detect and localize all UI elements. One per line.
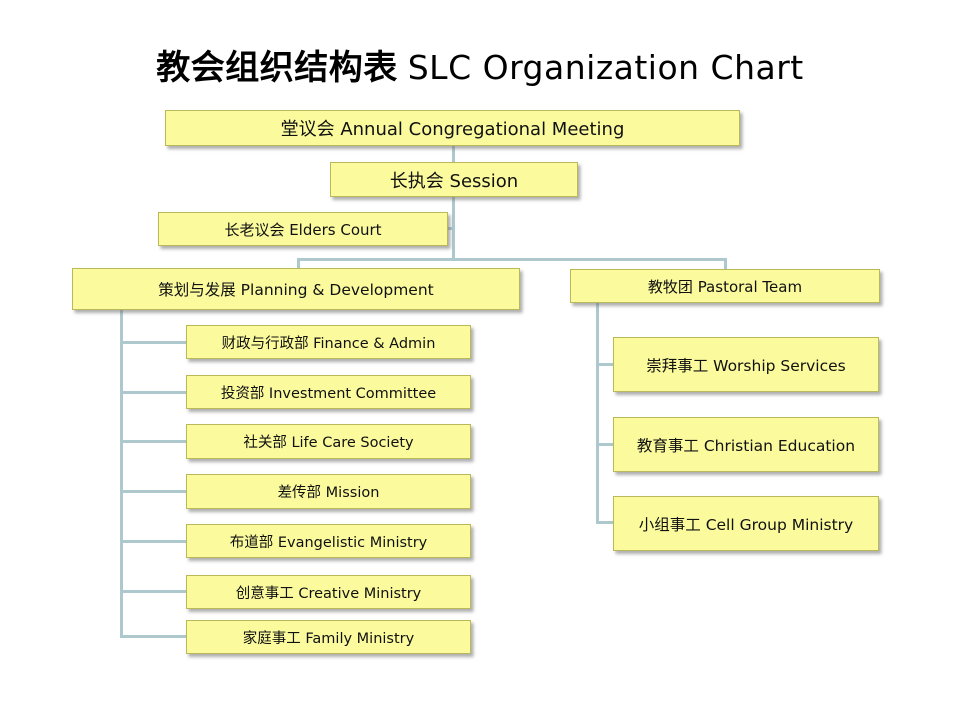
org-node-elders-court: 长老议会 Elders Court: [158, 212, 448, 246]
org-node-creative-ministry: 创意事工 Creative Ministry: [186, 575, 471, 609]
connector-main-horizontal: [297, 258, 727, 261]
connector-annual-to-session: [452, 146, 455, 162]
org-node-life-care-society: 社关部 Life Care Society: [186, 424, 471, 459]
connector-stub-lifecare: [120, 440, 186, 443]
connector-stub-evangelistic: [120, 540, 186, 543]
connector-stub-mission: [120, 490, 186, 493]
org-node-mission: 差传部 Mission: [186, 474, 471, 509]
org-node-investment-committee: 投资部 Investment Committee: [186, 375, 471, 409]
org-node-family-ministry: 家庭事工 Family Ministry: [186, 620, 471, 654]
page-title-chinese: 教会组织结构表: [156, 48, 398, 88]
org-node-finance-admin: 财政与行政部 Finance & Admin: [186, 325, 471, 359]
connector-stub-investment: [120, 391, 186, 394]
connector-stub-family: [120, 635, 186, 638]
connector-pastoral-trunk: [596, 303, 599, 524]
org-node-planning-development: 策划与发展 Planning & Development: [72, 268, 520, 310]
org-node-pastoral-team: 教牧团 Pastoral Team: [570, 269, 880, 303]
org-node-worship-services: 崇拜事工 Worship Services: [613, 337, 879, 392]
connector-stub-finance: [120, 341, 186, 344]
connector-elbow-pastoral: [724, 258, 727, 271]
connector-planning-trunk: [120, 310, 123, 638]
org-node-evangelistic-ministry: 布道部 Evangelistic Ministry: [186, 524, 471, 558]
connector-stub-cellgroup: [596, 521, 613, 524]
connector-stub-worship: [596, 363, 613, 366]
org-node-cell-group-ministry: 小组事工 Cell Group Ministry: [613, 496, 879, 551]
connector-stub-creative: [120, 590, 186, 593]
connector-stub-elders-court: [448, 227, 455, 230]
page-title-english: SLC Organization Chart: [407, 48, 804, 87]
connector-stub-education: [596, 443, 613, 446]
org-node-session: 长执会 Session: [330, 162, 578, 197]
org-node-christian-education: 教育事工 Christian Education: [613, 417, 879, 472]
connector-elbow-planning: [297, 258, 300, 270]
org-node-annual-congregational-meeting: 堂议会 Annual Congregational Meeting: [165, 110, 740, 146]
